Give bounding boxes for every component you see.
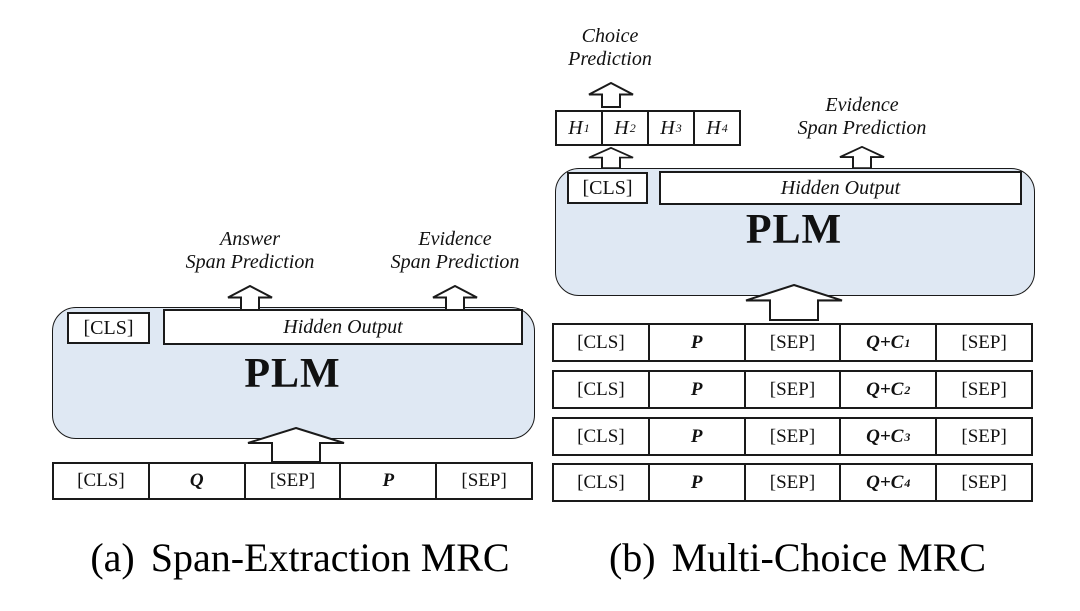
hidden-output-box-b: Hidden Output	[659, 171, 1022, 205]
caption-a: (a)Span-Extraction MRC	[90, 535, 510, 580]
token-cell: P	[647, 323, 746, 362]
input-row-a: [CLS] Q [SEP] P [SEP]	[52, 462, 533, 500]
plm-label-a: PLM	[244, 351, 341, 397]
up-arrow-icon	[588, 82, 634, 108]
up-arrow-icon	[227, 285, 273, 311]
token-cell: [SEP]	[935, 417, 1033, 456]
up-arrow-icon	[839, 146, 885, 169]
up-arrow-icon	[247, 427, 345, 463]
answer-span-prediction-label: Answer Span Prediction	[185, 228, 315, 273]
token-cell: [SEP]	[435, 462, 533, 500]
evidence-span-prediction-label-a: Evidence Span Prediction	[390, 228, 520, 273]
evidence-span-prediction-label-b: Evidence Span Prediction	[797, 94, 927, 139]
cls-output-box-a: [CLS]	[67, 312, 150, 344]
token-cell: [SEP]	[743, 370, 842, 409]
token-cell: [CLS]	[552, 370, 650, 409]
token-cell: P	[647, 370, 746, 409]
token-cell: [CLS]	[552, 323, 650, 362]
up-arrow-icon	[588, 147, 634, 169]
token-cell: [SEP]	[743, 463, 842, 502]
token-cell: [SEP]	[935, 370, 1033, 409]
token-cell: [SEP]	[935, 463, 1033, 502]
token-cell: P	[339, 462, 438, 500]
caption-b: (b)Multi-Choice MRC	[608, 535, 987, 580]
up-arrow-icon	[745, 284, 843, 321]
token-cell: [SEP]	[743, 323, 842, 362]
choice-prediction-label: Choice Prediction	[568, 25, 652, 70]
token-cell: [CLS]	[552, 463, 650, 502]
token-cell: [CLS]	[52, 462, 150, 500]
hidden-output-box-a: Hidden Output	[163, 309, 523, 345]
up-arrow-icon	[432, 285, 478, 311]
token-cell: P	[647, 417, 746, 456]
token-cell: [CLS]	[552, 417, 650, 456]
token-cell: P	[647, 463, 746, 502]
token-cell: [SEP]	[935, 323, 1033, 362]
plm-label-b: PLM	[745, 207, 843, 253]
cls-output-box-b: [CLS]	[567, 172, 648, 204]
token-cell: [SEP]	[743, 417, 842, 456]
token-cell: Q	[147, 462, 246, 500]
token-cell: [SEP]	[243, 462, 342, 500]
